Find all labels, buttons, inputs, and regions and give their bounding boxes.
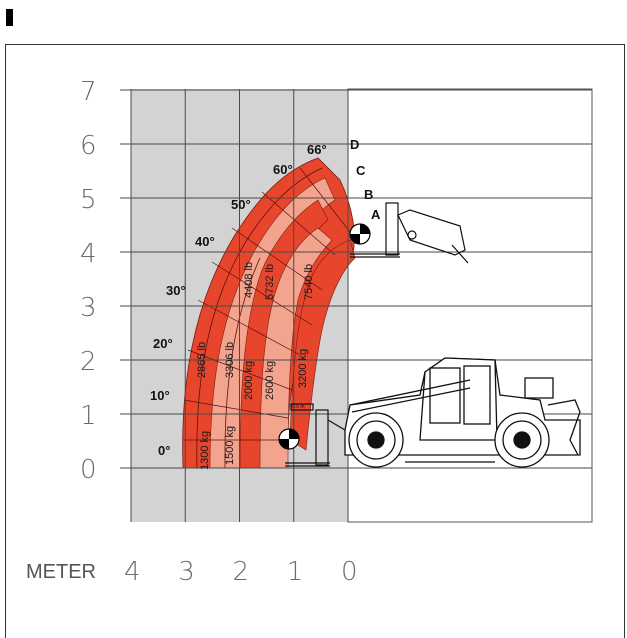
- angle-label-66: 66°: [307, 142, 327, 157]
- fork-carriage-raised: [350, 202, 469, 264]
- extension-position-labels: A B C D: [350, 137, 381, 222]
- x-tick-label: 1: [287, 557, 304, 587]
- load-lb-2: 3306 lb: [224, 342, 236, 378]
- load-lb-3: 4408 lb: [243, 262, 255, 298]
- zone-band-inner: [289, 239, 356, 451]
- load-kg-3: 2000 kg: [243, 361, 255, 400]
- load-lb-4: 5732 lb: [264, 264, 276, 300]
- y-tick-label: 3: [80, 293, 97, 323]
- corner-marker: [6, 9, 13, 26]
- x-tick-label: 0: [341, 557, 358, 587]
- load-kg-4: 2600 kg: [264, 361, 276, 400]
- angle-label-30: 30°: [166, 283, 186, 298]
- y-tick-label: 7: [80, 77, 97, 107]
- load-center-icon: [278, 428, 300, 450]
- load-kg-5: 3200 kg: [297, 349, 309, 388]
- position-label-b: B: [364, 187, 373, 202]
- y-tick-label: 0: [80, 455, 97, 485]
- load-lb-5: 7540 lb: [303, 264, 315, 300]
- load-lb-1: 2865 lb: [196, 342, 208, 378]
- load-zones: [182, 157, 356, 469]
- small-scale-label: 0.5 m: [292, 404, 305, 410]
- x-axis-unit-label: METER: [26, 561, 96, 583]
- position-label-c: C: [356, 163, 366, 178]
- angle-label-50: 50°: [231, 197, 251, 212]
- angle-label-20: 20°: [153, 336, 173, 351]
- telehandler-machine: [344, 357, 581, 468]
- angle-label-0: 0°: [158, 443, 170, 458]
- x-tick-label: 2: [233, 557, 250, 587]
- figure-frame: [5, 44, 625, 638]
- position-label-d: D: [350, 137, 359, 152]
- fork-carriage-ground: [285, 403, 346, 467]
- position-label-a: A: [371, 207, 381, 222]
- boom-angle-labels: 0° 10° 20° 30° 40° 50° 60° 66°: [150, 142, 327, 458]
- load-labels: 1300 kg 2865 lb 1500 kg 3306 lb 2000 kg …: [196, 262, 315, 470]
- load-kg-1: 1300 kg: [199, 431, 211, 470]
- x-tick-label: 4: [124, 557, 141, 587]
- y-tick-label: 5: [80, 185, 97, 215]
- load-kg-2: 1500 kg: [224, 426, 236, 465]
- y-axis: 0 1 2 3 4 5 6 7: [80, 77, 97, 485]
- angle-label-10: 10°: [150, 388, 170, 403]
- x-axis: 4 3 2 1 0: [124, 557, 358, 587]
- load-center-icon: [349, 223, 371, 245]
- angle-label-60: 60°: [273, 162, 293, 177]
- y-tick-label: 6: [80, 131, 97, 161]
- x-tick-label: 3: [178, 557, 195, 587]
- y-tick-label: 4: [80, 239, 97, 269]
- angle-label-40: 40°: [195, 234, 215, 249]
- zone-band-4: [259, 227, 333, 469]
- y-tick-label: 1: [80, 401, 97, 431]
- y-tick-label: 2: [80, 347, 97, 377]
